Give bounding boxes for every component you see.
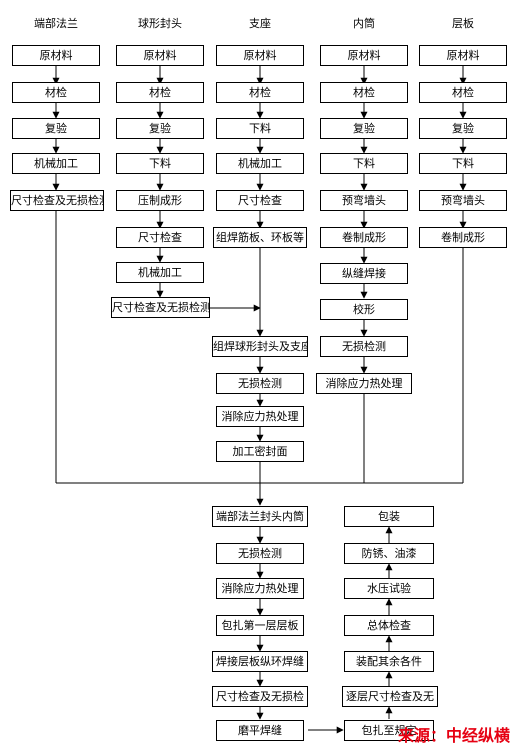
c3-blanking-box: 下料 xyxy=(216,118,304,139)
machine-seal-face-box: 加工密封面 xyxy=(216,441,304,462)
c5-raw-material-box: 原材料 xyxy=(419,45,507,66)
weld-layer-seams-box: 焊接层板纵环焊缝 xyxy=(212,651,308,672)
wrap-first-layer-box: 包扎第一层层板 xyxy=(216,615,304,636)
c5-material-check-box: 材检 xyxy=(419,82,507,103)
grind-weld-box: 磨平焊缝 xyxy=(216,720,304,741)
c5-recheck-box: 复验 xyxy=(419,118,507,139)
c4-raw-material-box: 原材料 xyxy=(320,45,408,66)
c3-dimension-check-box: 尺寸检查 xyxy=(216,190,304,211)
hydro-test-box: 水压试验 xyxy=(344,578,434,599)
merge-ndt-box: 无损检测 xyxy=(216,373,304,394)
c2-press-forming-box: 压制成形 xyxy=(116,190,204,211)
c1-machining-box: 机械加工 xyxy=(12,153,100,174)
c2-material-check-box: 材检 xyxy=(116,82,204,103)
c4-blanking-box: 下料 xyxy=(320,153,408,174)
dimension-ndt-check-box: 尺寸检查及无损检 xyxy=(212,686,308,707)
wrap-to-spec-box: 包扎至规定 xyxy=(344,720,434,741)
column-header-end-flange: 端部法兰 xyxy=(34,17,78,30)
c2-dimension-ndt-box: 尺寸检查及无损检测 xyxy=(111,297,210,318)
c3-material-check-box: 材检 xyxy=(216,82,304,103)
c2-machining-box: 机械加工 xyxy=(116,262,204,283)
c4-shape-correction-box: 校形 xyxy=(320,299,408,320)
c1-raw-material-box: 原材料 xyxy=(12,45,100,66)
c4-recheck-box: 复验 xyxy=(320,118,408,139)
column-header-support: 支座 xyxy=(249,17,271,30)
packaging-box: 包装 xyxy=(344,506,434,527)
c3-raw-material-box: 原材料 xyxy=(216,45,304,66)
c4-pre-bend-box: 预弯墙头 xyxy=(320,190,408,211)
merge-stress-relief-box: 消除应力热处理 xyxy=(216,406,304,427)
c3-weld-ribs-box: 组焊筋板、环板等 xyxy=(213,227,307,248)
c2-dimension-check-box: 尺寸检查 xyxy=(116,227,204,248)
column-header-inner-cylinder: 内筒 xyxy=(353,17,375,30)
rustproof-paint-box: 防锈、油漆 xyxy=(344,543,434,564)
c1-material-check-box: 材检 xyxy=(12,82,100,103)
c1-dimension-ndt-box: 尺寸检查及无损检测 xyxy=(10,190,104,211)
c5-pre-bend-box: 预弯墙头 xyxy=(419,190,507,211)
c4-longitudinal-weld-box: 纵缝焊接 xyxy=(320,263,408,284)
source-label: 来源：中经纵横 xyxy=(398,726,511,745)
c5-blanking-box: 下料 xyxy=(419,153,507,174)
overall-inspection-box: 总体检查 xyxy=(344,615,434,636)
c5-roll-forming-box: 卷制成形 xyxy=(419,227,507,248)
column-header-layer-plate: 层板 xyxy=(452,17,474,30)
c4-material-check-box: 材检 xyxy=(320,82,408,103)
c4-ndt-box: 无损检测 xyxy=(320,336,408,357)
c2-raw-material-box: 原材料 xyxy=(116,45,204,66)
c2-recheck-box: 复验 xyxy=(116,118,204,139)
c3-machining-box: 机械加工 xyxy=(216,153,304,174)
weld-head-support-box: 组焊球形封头及支座 xyxy=(212,336,308,357)
assemble-flange-head-cylinder-box: 端部法兰封头内筒 xyxy=(212,506,308,527)
layer-dimension-check-box: 逐层尺寸检查及无 xyxy=(342,686,438,707)
column-header-spherical-head: 球形封头 xyxy=(138,17,182,30)
assembly-ndt-box: 无损检测 xyxy=(216,543,304,564)
assemble-remaining-box: 装配其余各件 xyxy=(344,651,434,672)
c2-blanking-box: 下料 xyxy=(116,153,204,174)
c4-roll-forming-box: 卷制成形 xyxy=(320,227,408,248)
assembly-stress-relief-box: 消除应力热处理 xyxy=(216,578,304,599)
c4-stress-relief-box: 消除应力热处理 xyxy=(316,373,412,394)
c1-recheck-box: 复验 xyxy=(12,118,100,139)
